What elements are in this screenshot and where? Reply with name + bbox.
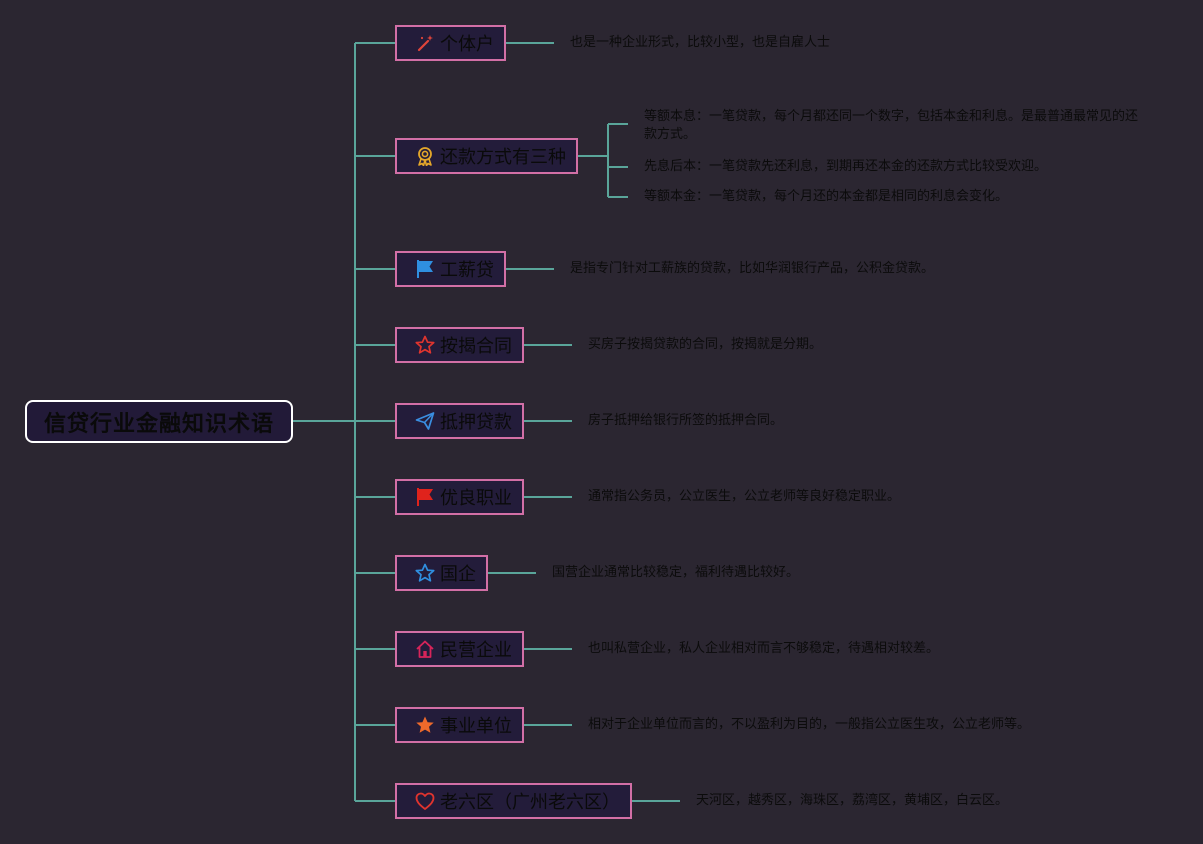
magic-wand-icon	[415, 33, 435, 53]
detail-text: 通常指公务员，公立医生，公立老师等良好稳定职业。	[588, 489, 901, 504]
star-outline-icon	[415, 563, 435, 583]
award-ribbon-icon	[415, 146, 435, 166]
topic-label: 按揭合同	[440, 336, 512, 357]
detail-text: 等额本息：一笔贷款，每个月都还同一个数字，包括本金和利息。是最普通最常见的还款方…	[644, 109, 1139, 142]
topic-label: 事业单位	[440, 716, 512, 737]
root-topic-label: 信贷行业金融知识术语	[43, 411, 274, 437]
flag-icon	[415, 487, 435, 507]
topic-label: 老六区（广州老六区）	[440, 792, 620, 813]
topic-node[interactable]: 老六区（广州老六区）	[395, 783, 632, 819]
topic-node[interactable]: 还款方式有三种	[395, 138, 578, 174]
topic-node[interactable]: 民营企业	[395, 631, 524, 667]
detail-text: 相对于企业单位而言的，不以盈利为目的，一般指公立医生攻，公立老师等。	[588, 717, 1031, 732]
topic-node[interactable]: 优良职业	[395, 479, 524, 515]
detail-text: 也是一种企业形式，比较小型，也是自雇人士	[570, 35, 831, 50]
detail-text: 天河区，越秀区，海珠区，荔湾区，黄埔区，白云区。	[696, 793, 1009, 808]
root-topic[interactable]: 信贷行业金融知识术语	[25, 400, 293, 443]
topic-node[interactable]: 抵押贷款	[395, 403, 524, 439]
topic-node[interactable]: 国企	[395, 555, 488, 591]
home-icon	[415, 639, 435, 659]
topic-node[interactable]: 事业单位	[395, 707, 524, 743]
heart-icon	[415, 791, 435, 811]
flag-icon	[415, 259, 435, 279]
topic-node[interactable]: 按揭合同	[395, 327, 524, 363]
topic-label: 民营企业	[440, 640, 512, 661]
topic-label: 工薪贷	[440, 260, 494, 281]
topic-label: 抵押贷款	[440, 412, 512, 433]
star-outline-icon	[415, 335, 435, 355]
detail-text: 是指专门针对工薪族的贷款，比如华润银行产品，公积金贷款。	[570, 261, 935, 276]
topic-label: 还款方式有三种	[440, 147, 566, 168]
paper-plane-icon	[415, 411, 435, 431]
topic-label: 国企	[440, 564, 476, 585]
topic-label: 个体户	[440, 34, 494, 55]
detail-text: 也叫私营企业，私人企业相对而言不够稳定，待遇相对较差。	[588, 641, 940, 656]
topic-node[interactable]: 个体户	[395, 25, 506, 61]
topic-label: 优良职业	[440, 488, 512, 509]
detail-text: 先息后本：一笔贷款先还利息，到期再还本金的还款方式比较受欢迎。	[644, 159, 1048, 174]
detail-text: 房子抵押给银行所签的抵押合同。	[588, 413, 784, 428]
star-filled-icon	[415, 715, 435, 735]
detail-text: 买房子按揭贷款的合同，按揭就是分期。	[588, 337, 823, 352]
topic-node[interactable]: 工薪贷	[395, 251, 506, 287]
detail-text: 等额本金：一笔贷款，每个月还的本金都是相同的利息会变化。	[644, 189, 1009, 204]
detail-text: 国营企业通常比较稳定，福利待遇比较好。	[552, 565, 800, 580]
